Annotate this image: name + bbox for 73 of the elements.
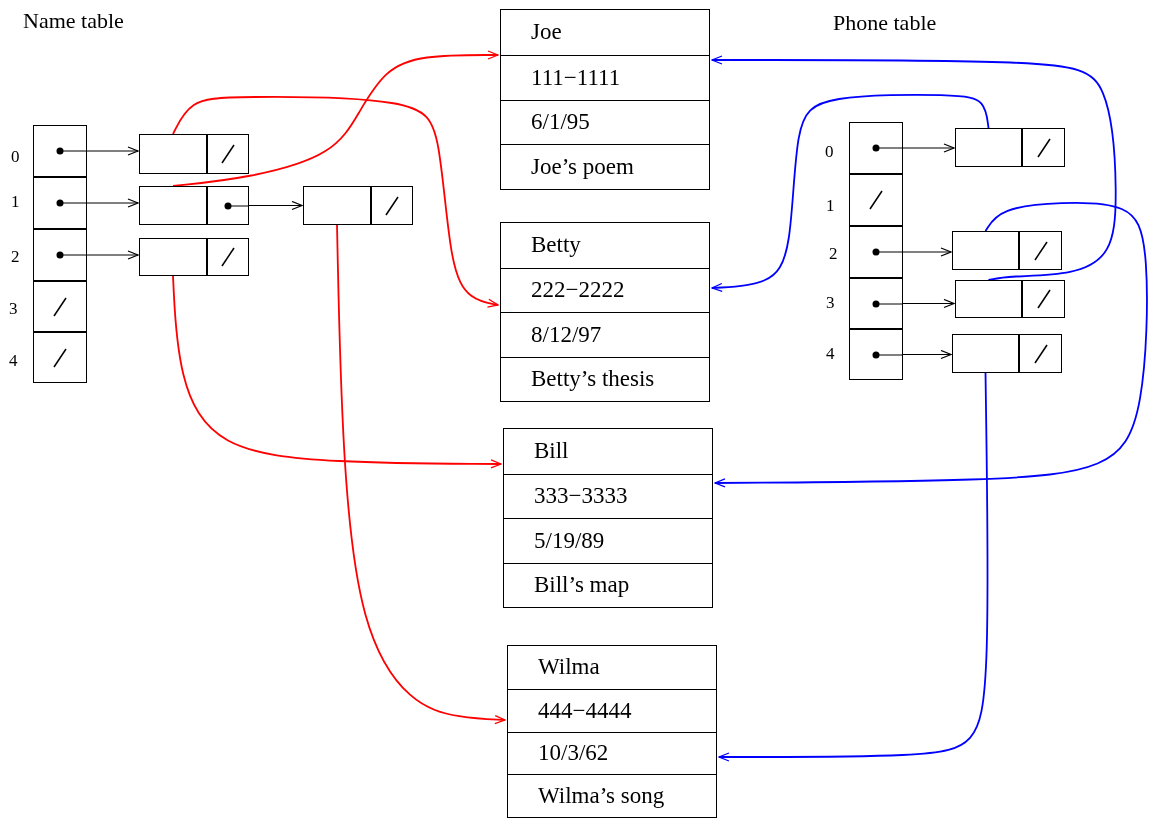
- record-field: Betty: [501, 223, 709, 268]
- index-number: 1: [826, 197, 835, 214]
- pointer-arrow: [714, 201, 1148, 488]
- index-number: 4: [826, 345, 835, 362]
- link-arrow: [902, 349, 952, 360]
- index-number: 4: [9, 352, 18, 369]
- memory-cell: [849, 226, 903, 278]
- memory-cell: [207, 238, 249, 276]
- record-field: Betty’s thesis: [501, 356, 709, 401]
- link-arrow: [248, 200, 303, 211]
- record-field: 333−3333: [504, 473, 712, 518]
- pointer-arrow: [172, 50, 499, 187]
- index-number: 0: [825, 143, 834, 160]
- memory-cell: [303, 186, 371, 225]
- index-number: 2: [829, 245, 838, 262]
- index-number: 0: [11, 148, 20, 165]
- memory-cell: [955, 280, 1022, 318]
- record-field: 444−4444: [508, 688, 716, 732]
- record-field: 222−2222: [501, 267, 709, 312]
- memory-cell: [139, 238, 207, 276]
- record-box: [500, 9, 710, 190]
- memory-cell: [33, 229, 87, 281]
- link-arrow: [86, 198, 139, 208]
- memory-cell: [849, 122, 903, 174]
- record-field: Wilma’s song: [508, 774, 716, 817]
- table-title: Phone table: [833, 12, 937, 34]
- memory-cell: [1022, 128, 1065, 167]
- record-field: 6/1/95: [501, 99, 709, 145]
- memory-cell: [33, 281, 87, 332]
- link-arrow: [902, 298, 955, 309]
- link-arrow: [902, 143, 955, 153]
- pointer-arrow: [172, 275, 502, 469]
- memory-cell: [1019, 334, 1062, 373]
- record-field: Bill: [504, 429, 712, 474]
- record-field: 10/3/62: [508, 731, 716, 775]
- memory-cell: [849, 329, 903, 380]
- index-number: 2: [11, 248, 20, 265]
- memory-cell: [207, 134, 249, 174]
- record-field: 5/19/89: [504, 518, 712, 563]
- memory-cell: [1022, 280, 1065, 318]
- record-field: 8/12/97: [501, 312, 709, 357]
- memory-cell: [139, 186, 207, 225]
- record-field: Joe’s poem: [501, 144, 709, 189]
- link-arrow: [86, 250, 139, 260]
- index-number: 3: [9, 300, 18, 317]
- link-arrow: [902, 247, 952, 257]
- index-number: 1: [11, 193, 20, 210]
- link-arrow: [86, 146, 139, 156]
- memory-cell: [952, 334, 1019, 373]
- record-box: [503, 428, 713, 608]
- memory-cell: [33, 332, 87, 383]
- memory-cell: [33, 125, 87, 177]
- memory-cell: [955, 128, 1022, 167]
- pointer-arrow: [711, 93, 990, 293]
- record-field: Joe: [501, 10, 709, 55]
- record-box: [500, 222, 710, 402]
- memory-cell: [139, 134, 207, 174]
- pointer-arrow: [336, 224, 506, 725]
- memory-cell: [849, 174, 903, 226]
- record-field: 111−1111: [501, 54, 709, 100]
- memory-cell: [1019, 231, 1062, 270]
- record-box: [507, 645, 717, 818]
- table-title: Name table: [23, 10, 124, 32]
- memory-cell: [33, 177, 87, 229]
- memory-cell: [952, 231, 1019, 270]
- memory-cell: [371, 186, 413, 225]
- pointer-arrow: [172, 96, 499, 308]
- memory-cell: [207, 186, 249, 225]
- record-field: Wilma: [508, 646, 716, 689]
- record-field: Bill’s map: [504, 562, 712, 607]
- index-number: 3: [826, 294, 835, 311]
- pointer-arrow: [718, 372, 989, 762]
- memory-cell: [849, 278, 903, 329]
